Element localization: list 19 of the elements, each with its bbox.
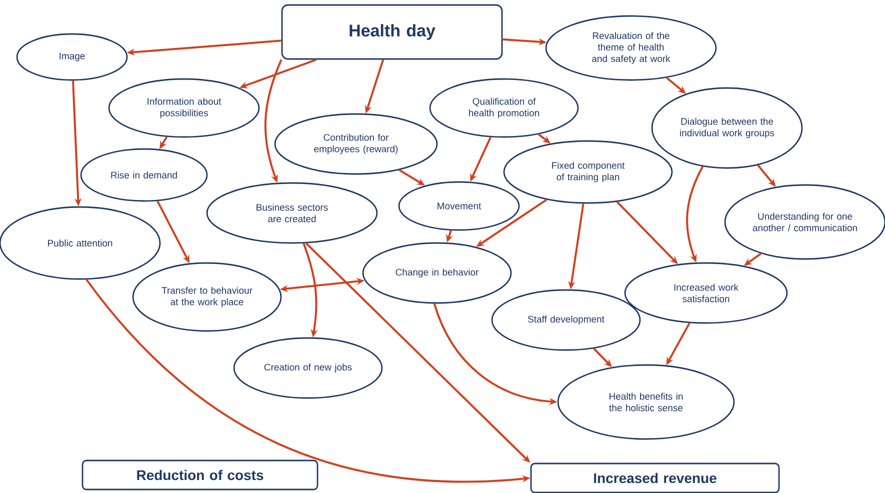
ellipse-node: Movement xyxy=(398,181,520,231)
title-box: Health day xyxy=(281,4,503,60)
ellipse-node: Fixed component of training plan xyxy=(503,140,673,204)
ellipse-node: Health benefits in the holistic sense xyxy=(557,364,735,440)
outcome-box: Reduction of costs xyxy=(82,460,318,490)
ellipse-node: Information about possibilities xyxy=(108,78,260,138)
ellipse-node: Transfer to behaviour at the work place xyxy=(132,262,282,332)
ellipse-node: Rise in demand xyxy=(80,148,208,202)
outcome-box: Increased revenue xyxy=(530,462,780,493)
ellipse-node: Contribution for employees (reward) xyxy=(274,113,438,175)
ellipse-node: Image xyxy=(16,33,128,81)
ellipse-node: Creation of new jobs xyxy=(233,337,383,399)
ellipse-node: Change in behavior xyxy=(362,242,512,304)
ellipse-node: Increased work satisfaction xyxy=(624,262,788,324)
ellipse-node: Qualification of health promotion xyxy=(429,78,579,138)
ellipse-node: Revaluation of the theme of health and safety at work xyxy=(545,15,717,81)
ellipse-node: Staff development xyxy=(491,289,641,351)
ellipse-node: Dialogue between the individual work groups xyxy=(651,87,803,169)
ellipse-node: Business sectors are created xyxy=(206,182,378,244)
